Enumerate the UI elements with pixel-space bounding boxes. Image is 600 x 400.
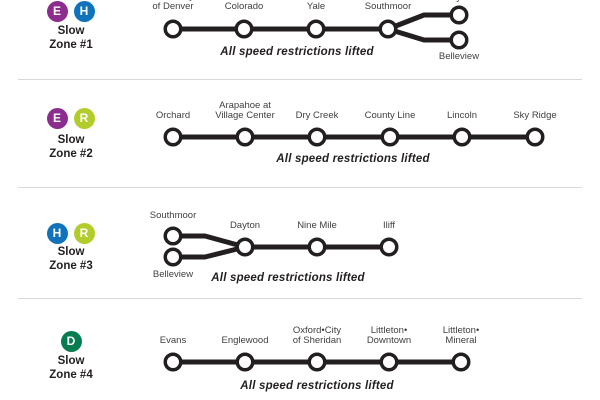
status-text: All speed restrictions lifted [211,272,365,284]
zone-title: Slow Zone #1 [49,25,93,51]
station-marker [380,127,400,147]
route-line-segment [385,26,462,43]
station-marker [163,19,183,39]
station-marker [163,127,183,147]
route-line-segment [385,12,462,32]
line-D-badge: D [60,330,82,352]
station-label: Dayton [444,0,474,3]
station-label: Dry Creek [295,110,339,121]
station-label: Littleton• Mineral [442,325,480,346]
line-R-badge: R [73,222,95,244]
station-label: Belleview [438,51,480,62]
status-text: All speed restrictions lifted [240,380,394,392]
station-marker [307,127,327,147]
station-marker [235,352,255,372]
status-text: All speed restrictions lifted [220,46,374,58]
line-H-badge: H [46,222,68,244]
status-text: All speed restrictions lifted [276,153,430,165]
station-label: Nine Mile [297,220,337,231]
station-label: Colorado [224,1,264,12]
station-marker [449,30,469,50]
station-label: Southmoor [149,210,197,221]
station-marker [235,127,255,147]
station-label: Evans [159,335,187,346]
zone-title: Slow Zone #4 [49,355,93,381]
zone-separator [18,79,582,80]
station-label: Sky Ridge [513,110,557,121]
station-label: Arapahoe at Village Center [215,100,275,121]
station-marker [234,19,254,39]
station-label: Dayton [229,220,261,231]
zone-separator [18,298,582,299]
station-label: Littleton• Downtown [366,325,412,346]
station-marker [306,19,326,39]
zone-title: Slow Zone #2 [49,134,93,160]
station-marker [525,127,545,147]
station-marker [163,247,183,267]
station-label: Southmoor [364,1,412,12]
station-label: County Line [364,110,416,121]
station-marker [307,237,327,257]
station-marker [163,226,183,246]
station-label: Belleview [152,269,194,280]
station-label: University of Denver [152,0,194,12]
station-label: Orchard [155,110,191,121]
station-label: Yale [306,1,326,12]
line-E-badge: E [46,107,68,129]
station-marker [307,352,327,372]
station-marker [452,127,472,147]
zone-title: Slow Zone #3 [49,246,93,272]
station-label: Lincoln [446,110,478,121]
station-marker [379,352,399,372]
station-marker [235,237,255,257]
line-H-badge: H [73,0,95,22]
station-marker [378,19,398,39]
line-R-badge: R [73,107,95,129]
line-E-badge: E [46,0,68,22]
station-marker [451,352,471,372]
station-label: Iliff [383,220,395,231]
station-label: Englewood [221,335,269,346]
route-line-segment [170,244,248,260]
station-marker [163,352,183,372]
station-label: Oxford•City of Sheridan [292,325,342,346]
route-line-segment [170,233,248,250]
station-marker [449,5,469,25]
zone-separator [18,187,582,188]
station-marker [379,237,399,257]
